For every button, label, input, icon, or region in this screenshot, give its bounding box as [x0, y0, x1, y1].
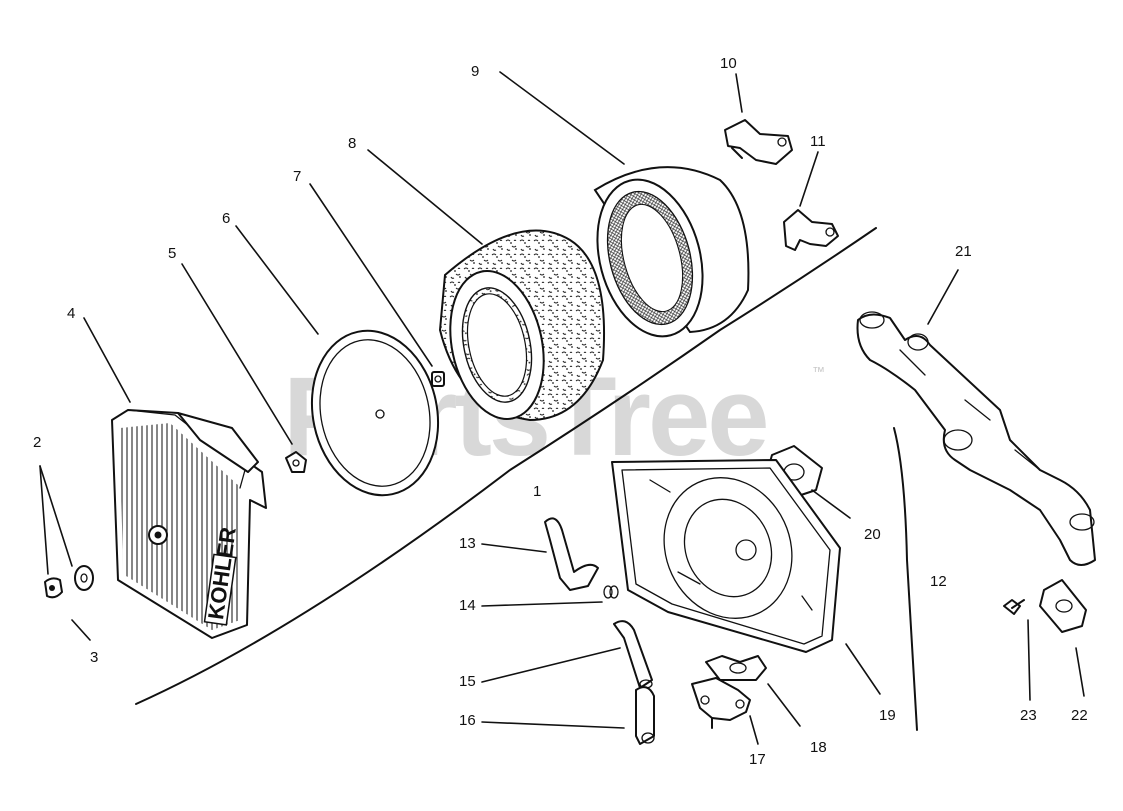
part-21-manifold: [856, 311, 1096, 566]
part-5-nut: [285, 451, 307, 473]
part-18-gasket: [705, 655, 767, 681]
part-6-element-cover: [310, 329, 440, 497]
part-7-nut: [431, 371, 445, 387]
callout-4: 4: [67, 305, 75, 322]
bracket-12: [893, 427, 918, 731]
callout-19: 19: [879, 707, 896, 724]
callout-1: 1: [533, 483, 541, 500]
part-14-clamp: [603, 585, 619, 599]
callout-13: 13: [459, 535, 476, 552]
callout-7: 7: [293, 168, 301, 185]
callout-22: 22: [1071, 707, 1088, 724]
callout-2: 2: [33, 434, 41, 451]
callout-5: 5: [168, 245, 176, 262]
callout-12: 12: [930, 573, 947, 590]
leader-lines: [39, 71, 1085, 745]
divider-curve: [135, 227, 877, 705]
callout-6: 6: [222, 210, 230, 227]
callout-labels: 1 2 3 4 5 6 7 8 9 10 11 12 13 14 15 16 1…: [33, 55, 1088, 768]
callout-3: 3: [90, 649, 98, 666]
part-15-hose: [613, 620, 653, 689]
callout-14: 14: [459, 597, 476, 614]
part-13-tube: [544, 517, 599, 591]
part-4-air-cleaner-cover: KOHLER: [111, 409, 267, 639]
part-9-air-filter-element: [593, 166, 750, 338]
callout-17: 17: [749, 751, 766, 768]
callout-11: 11: [810, 133, 826, 150]
part-23-screw: [1003, 599, 1025, 615]
callout-9: 9: [471, 63, 479, 80]
callout-8: 8: [348, 135, 356, 152]
callout-18: 18: [810, 739, 827, 756]
part-11-breather-tube: [783, 209, 839, 251]
callout-20: 20: [864, 526, 881, 543]
callout-15: 15: [459, 673, 476, 690]
part-8-precleaner: [438, 229, 606, 422]
callout-16: 16: [459, 712, 476, 729]
callout-21: 21: [955, 243, 972, 260]
part-19-base: [611, 459, 841, 653]
part-22-gasket: [1039, 579, 1087, 633]
callout-10: 10: [720, 55, 737, 72]
part-16-hose: [635, 686, 655, 745]
part-10-bracket: [724, 119, 793, 165]
watermark-trademark: ™: [812, 364, 825, 379]
part-3-washer: [74, 565, 94, 591]
part-2-wing-nut: [44, 577, 63, 599]
part-17-bracket: [691, 677, 751, 729]
callout-23: 23: [1020, 707, 1037, 724]
